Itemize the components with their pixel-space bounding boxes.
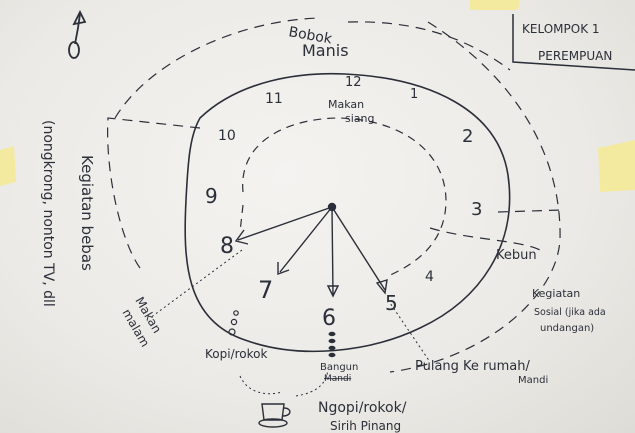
dots-chain-left (228, 310, 239, 336)
hand-to-6-arrowhead (326, 285, 340, 298)
clock-number-4: 4 (425, 269, 434, 285)
clock-face (184, 72, 511, 353)
dotted-to-cup (239, 375, 283, 395)
hand-to-7-arrowhead (277, 262, 290, 275)
sticky-note-left (0, 146, 16, 186)
clock-number-7: 7 (258, 276, 273, 304)
label-siang: siang (345, 112, 374, 125)
label-bobok: Bobok (287, 24, 334, 48)
label-bangun: Bangun (320, 362, 358, 373)
label-pulang: Pulang Ke rumah/ (415, 359, 531, 374)
label-kegiatan-bebas: Kegiatan bebas (78, 155, 96, 271)
hand-to-7 (279, 206, 333, 273)
hand-to-5-arrowhead (375, 279, 388, 295)
label-sirih-pinang: Sirih Pinang (330, 419, 401, 433)
clock-number-12: 12 (345, 75, 362, 90)
label-manis: Manis (302, 41, 349, 60)
label-mandi-struck: Mandi (324, 374, 351, 384)
clock-number-3: 3 (471, 199, 482, 220)
group-title-box: KELOMPOK 1 PEREMPUAN (512, 14, 635, 71)
label-ngopi: Ngopi/rokok/ (318, 400, 407, 416)
dots-chain-center (328, 331, 336, 358)
label-kegiatan-sosial-3: undangan) (540, 323, 594, 334)
coffee-cup-icon (258, 403, 291, 428)
clock-number-6: 6 (322, 306, 336, 331)
clock-number-11: 11 (265, 91, 283, 107)
arrow-key-icon (68, 9, 87, 59)
outer-dashed-boundary (107, 17, 563, 373)
clock-number-10: 10 (218, 128, 236, 144)
clock-number-2: 2 (462, 126, 473, 147)
clock-number-1: 1 (410, 87, 418, 102)
label-kopi-rokok: Kopi/rokok (205, 347, 267, 361)
label-kebun: Kebun (496, 248, 537, 263)
clock-number-5: 5 (385, 291, 398, 315)
inner-dashed-loop (239, 117, 447, 277)
group-title-line2: PEREMPUAN (538, 49, 612, 63)
label-kegiatan-sosial-1: Kegiatan (532, 287, 580, 300)
clock-number-8: 8 (220, 234, 234, 259)
label-pulang-mandi: Mandi (518, 375, 548, 386)
sticky-note-top (470, 0, 520, 10)
label-kegiatan-bebas-detail: (nongkrong, nonton TV, dll (40, 120, 56, 307)
dotted-cup-to-bangun (295, 369, 329, 397)
hand-to-6 (331, 206, 334, 296)
label-kegiatan-sosial-2: Sosial (jika ada (534, 307, 606, 318)
dotted-to-pulang (387, 299, 431, 363)
clock-numbers: 12 1 2 3 4 5 6 7 8 9 10 11 (205, 75, 482, 331)
label-makan: Makan (328, 98, 364, 111)
hand-to-8-arrowhead (234, 229, 249, 245)
dotted-connectors (149, 249, 431, 397)
sticky-note-right (598, 140, 635, 192)
hand-to-8 (237, 206, 333, 241)
clock-hands (234, 202, 388, 298)
clock-number-9: 9 (205, 184, 218, 208)
dotted-to-makan-malam (149, 249, 243, 319)
group-title-line1: KELOMPOK 1 (522, 22, 600, 36)
hand-to-5 (331, 206, 386, 291)
